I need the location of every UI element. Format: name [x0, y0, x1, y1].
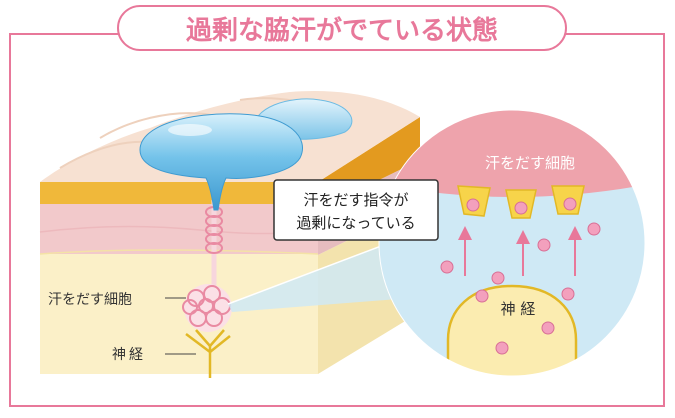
receptors	[457, 185, 585, 219]
title-pill	[117, 5, 567, 51]
up-arrow-icon	[458, 226, 582, 276]
label-nerve: 神経	[112, 347, 146, 363]
callout-line-1: 汗をだす指令が	[303, 191, 408, 209]
zoom-nerve-label: 神 経	[501, 300, 536, 318]
zoom-circle: 汗をだす細胞 神 経	[378, 109, 646, 377]
nerve-ending	[446, 284, 578, 376]
page-title: 過剰な脇汗がでている状態	[186, 15, 498, 46]
skin-nerve	[185, 329, 231, 378]
sweat-gland-coil	[182, 284, 232, 332]
sweat-duct	[205, 200, 223, 292]
sweat-droplets	[139, 98, 353, 211]
zoom-cell-label: 汗をだす細胞	[485, 154, 575, 172]
neurotransmitter-dot-icon	[440, 222, 601, 355]
callout-box: 汗をだす指令が 過剰になっている	[273, 179, 439, 241]
callout-line-2: 過剰になっている	[296, 214, 415, 232]
label-sweat-gland: 汗をだす細胞	[48, 292, 132, 308]
